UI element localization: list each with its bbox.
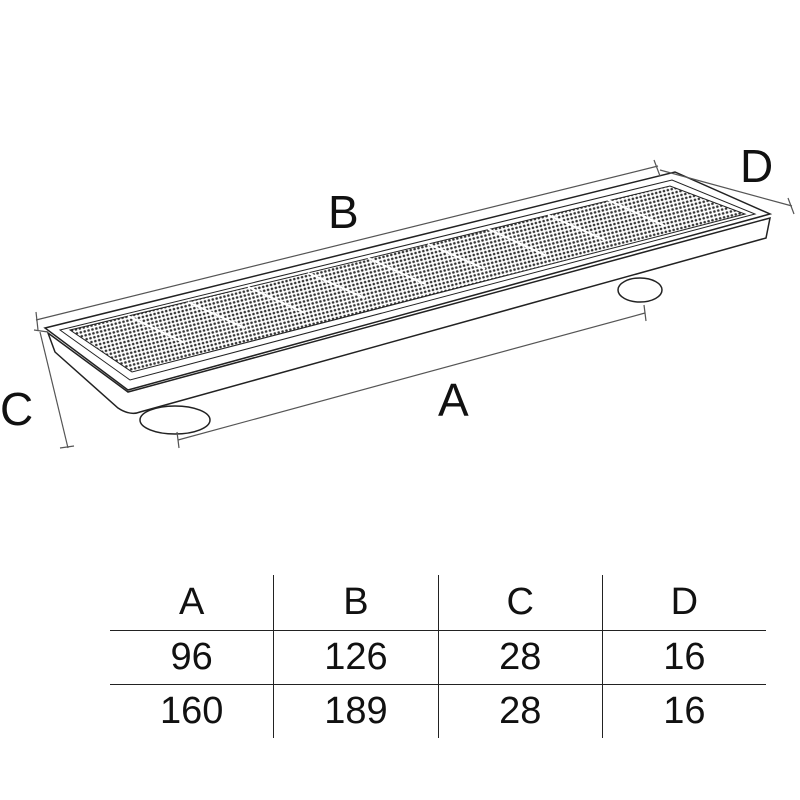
tray-inner-rim [58, 179, 757, 381]
cell-a: 160 [110, 684, 274, 738]
tray-body [43, 171, 773, 435]
table-header-row: A B C D [110, 575, 766, 631]
dim-line-c [39, 331, 69, 449]
dimensions-table: A B C D 96 126 28 16 160 189 28 16 [110, 575, 766, 738]
dim-line-b [35, 165, 659, 321]
table-row: 96 126 28 16 [110, 630, 766, 685]
tray-foot-right [617, 277, 663, 303]
cell-a: 96 [110, 630, 274, 685]
tray-diagram: B D A C [0, 140, 795, 449]
header-b: B [273, 575, 439, 631]
header-d: D [601, 575, 766, 631]
cell-d: 16 [601, 684, 766, 738]
label-d: D [740, 140, 773, 192]
dim-line-d [659, 169, 793, 207]
table-row: 160 189 28 16 [110, 684, 766, 738]
header-a: A [178, 581, 205, 623]
label-b: B [328, 186, 359, 238]
header-c: C [437, 575, 603, 631]
tray-foot-left [139, 405, 211, 435]
cell-c: 28 [437, 630, 603, 685]
cell-c: 28 [437, 684, 603, 738]
cell-d: 16 [601, 630, 766, 685]
grid-dividers [127, 199, 666, 344]
label-c: C [0, 383, 33, 435]
label-a: A [438, 374, 469, 426]
tray-side-face [46, 216, 771, 415]
dim-line-a [177, 312, 646, 441]
cell-b: 189 [273, 684, 439, 738]
cell-b: 126 [273, 630, 439, 685]
dimension-lines [33, 159, 795, 449]
